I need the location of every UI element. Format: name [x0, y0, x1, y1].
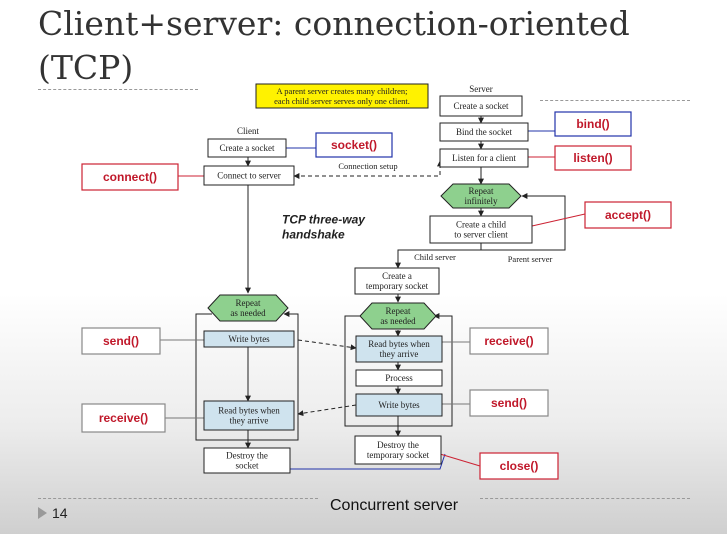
flow-line — [481, 193, 566, 251]
call-socket-box — [315, 132, 393, 158]
play-triangle-icon — [38, 507, 47, 519]
call-close-label: close() — [500, 459, 539, 473]
call-connector — [439, 453, 481, 467]
call-send-server-label: send() — [491, 396, 527, 410]
box-s-bind-label: Bind the socket — [456, 127, 512, 137]
call-receive-server-label: receive() — [484, 334, 533, 348]
box-c-write — [203, 330, 295, 348]
box-c-create-label: Create a socket — [220, 143, 275, 153]
note-text: A parent server creates many children;ea… — [274, 86, 410, 106]
note-box — [255, 83, 429, 109]
box-t-process — [355, 369, 443, 387]
footer-divider-left — [38, 498, 318, 499]
box-c-connect — [203, 165, 295, 186]
slide-title-line2: (TCP) — [38, 48, 134, 87]
server-label: Server — [469, 84, 493, 94]
call-receive-server-box — [469, 327, 549, 355]
slide-caption: Concurrent server — [330, 497, 459, 514]
call-accept-label: accept() — [605, 208, 651, 222]
call-connect-box — [81, 163, 179, 191]
box-t-process-label: Process — [385, 373, 413, 383]
call-send-client-label: send() — [103, 334, 139, 348]
box-t-destroy — [354, 435, 442, 465]
connection-setup-label: Connection setup — [338, 161, 397, 171]
data-arrow — [297, 339, 357, 351]
box-s-create — [439, 95, 523, 117]
call-close-box — [479, 452, 559, 480]
box-s-create-label: Create a socket — [454, 101, 509, 111]
slide-title-line1: Client+server: connection-oriented — [38, 4, 630, 43]
client-label: Client — [237, 126, 259, 136]
call-listen-box — [554, 145, 632, 171]
call-socket-label: socket() — [331, 138, 377, 152]
footer-divider-right — [480, 498, 690, 499]
box-s-child — [429, 215, 533, 244]
call-connector — [528, 123, 556, 132]
page-number: 14 — [52, 505, 68, 521]
data-arrow — [297, 404, 357, 417]
call-listen-label: listen() — [573, 151, 612, 165]
call-connector — [286, 453, 446, 470]
box-c-destroy — [203, 447, 291, 474]
call-connector — [531, 213, 586, 227]
loop-line — [344, 313, 453, 427]
box-s-listen-label: Listen for a client — [452, 153, 516, 163]
parent-server-label: Parent server — [508, 254, 553, 264]
call-bind-box — [554, 111, 632, 137]
child-server-label: Child server — [414, 252, 456, 262]
box-c-connect-label: Connect to server — [217, 171, 280, 181]
call-accept-box — [584, 201, 672, 229]
call-send-server-box — [469, 389, 549, 417]
call-receive-client-label: receive() — [99, 411, 148, 425]
box-t-write-label: Write bytes — [378, 400, 420, 410]
call-send-client-box — [81, 327, 161, 355]
box-t-read — [355, 335, 443, 363]
box-c-write-label: Write bytes — [228, 334, 270, 344]
box-t-temp — [354, 267, 440, 295]
loop-line — [195, 311, 299, 441]
box-s-bind — [439, 122, 529, 142]
title-divider-right — [540, 100, 690, 101]
hexagon-s-repeat — [440, 183, 522, 209]
hexagon-t-repeat — [359, 302, 437, 330]
flow-line — [395, 243, 482, 269]
call-connect-label: connect() — [103, 170, 157, 184]
box-c-read — [203, 400, 295, 431]
call-receive-client-box — [81, 403, 166, 433]
call-bind-label: bind() — [576, 117, 609, 131]
box-t-write — [355, 393, 443, 417]
title-divider-left — [38, 89, 198, 90]
box-c-create — [207, 138, 287, 158]
hexagon-c-repeat — [207, 294, 289, 322]
box-s-listen — [439, 148, 529, 168]
